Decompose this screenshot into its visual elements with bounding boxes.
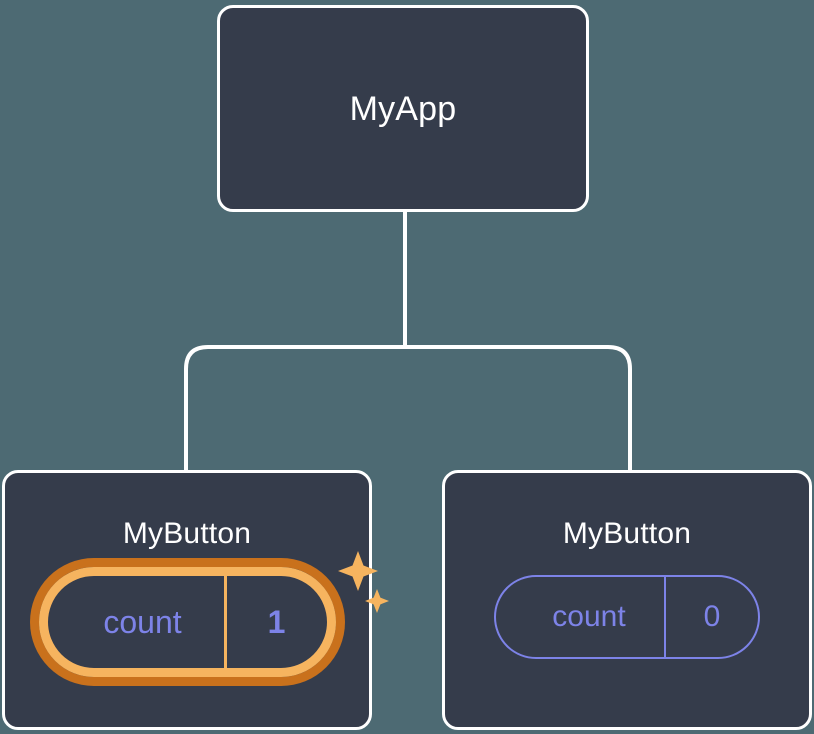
state-key: count bbox=[552, 600, 626, 633]
state-pill-wrapper: count 1 bbox=[38, 551, 389, 677]
node-mybutton-2[interactable]: MyButton count 0 bbox=[442, 470, 812, 730]
state-value: 1 bbox=[223, 576, 327, 668]
state-pill-wrapper: count 0 bbox=[494, 575, 760, 659]
sparkle-icon bbox=[337, 551, 389, 613]
node-title: MyButton bbox=[562, 517, 692, 550]
state-pill-count[interactable]: count 0 bbox=[494, 575, 760, 659]
sparkle-large-icon bbox=[337, 551, 378, 591]
state-pill-count-highlighted[interactable]: count 1 bbox=[38, 567, 336, 677]
node-title: MyButton bbox=[122, 517, 252, 550]
sparkle-small-icon bbox=[364, 589, 389, 613]
node-mybutton-1[interactable]: MyButton count 1 bbox=[2, 470, 389, 730]
state-key: count bbox=[103, 604, 182, 640]
state-value: 0 bbox=[664, 577, 758, 657]
node-myapp[interactable]: MyApp bbox=[217, 5, 589, 212]
edge-bracket bbox=[184, 345, 632, 470]
node-title: MyApp bbox=[349, 89, 457, 128]
